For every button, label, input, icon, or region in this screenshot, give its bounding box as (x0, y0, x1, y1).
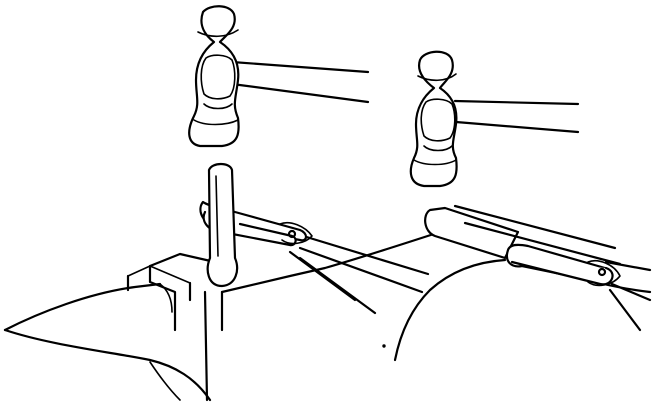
left-hammer (189, 6, 368, 146)
anvil-step (128, 266, 190, 330)
anvil-horn (5, 284, 160, 330)
anvil-heel-body (395, 260, 505, 360)
right-hammer-head (411, 52, 457, 186)
left-workpiece (208, 164, 237, 286)
left-tongs-rein-lower-2 (290, 252, 375, 313)
anvil-face-top (150, 254, 215, 266)
left-hammer-handle-bottom (232, 84, 368, 102)
anvil-mark (383, 345, 386, 348)
anvil-horn-top-edge (128, 266, 190, 283)
anvil-shadow (150, 362, 180, 400)
right-hammer-handle-top (455, 101, 578, 104)
right-tongs (425, 206, 650, 330)
right-tongs-rein-upper (606, 262, 650, 270)
anvil-waist-front (205, 292, 222, 400)
right-hammer-handle-bottom (456, 122, 578, 132)
left-hammer-handle-top (232, 62, 368, 72)
anvil-horn-underside (5, 330, 210, 400)
left-tongs (200, 164, 428, 313)
right-hammer (411, 52, 578, 186)
